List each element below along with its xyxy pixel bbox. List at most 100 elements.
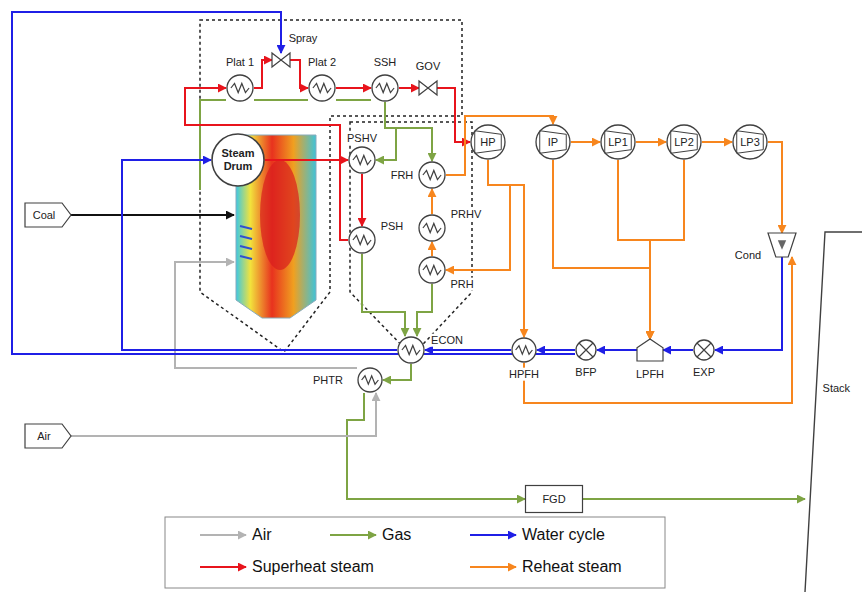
flow-line xyxy=(583,498,805,500)
flow-line xyxy=(446,160,510,270)
heat-exchanger: PSH xyxy=(348,226,376,254)
governor-valve: GOV xyxy=(419,81,437,95)
component-name: Air xyxy=(37,430,50,443)
flow-line xyxy=(347,393,525,499)
spray-valve: Spray xyxy=(272,53,290,67)
flow-line xyxy=(650,160,684,339)
flow-line xyxy=(425,349,511,351)
pump: BFP xyxy=(575,339,597,361)
component-name: HP xyxy=(480,136,495,149)
component-label: PSH xyxy=(380,220,405,233)
flow-line xyxy=(768,142,782,233)
legend-sample xyxy=(330,534,376,536)
flow-line xyxy=(122,160,397,350)
legend-sample xyxy=(470,566,516,568)
stack: Stack xyxy=(805,232,862,592)
flow-line xyxy=(571,141,600,143)
fgd-unit: FGD xyxy=(525,485,583,513)
flow-line xyxy=(715,257,782,350)
component-label: GOV xyxy=(415,60,441,73)
component-label: PRHV xyxy=(450,208,483,221)
component-label: Plat 2 xyxy=(307,56,337,69)
flow-line xyxy=(636,141,666,143)
heat-exchanger-symbol xyxy=(418,214,446,242)
air-preheater-symbol xyxy=(357,367,383,393)
legend-label: Air xyxy=(252,526,272,544)
flow-line xyxy=(290,60,308,88)
component-label: PSHV xyxy=(346,132,378,145)
feedwater-heater-symbol xyxy=(637,339,663,361)
condenser-symbol xyxy=(768,233,796,257)
flow-line xyxy=(597,349,637,351)
feedwater-heater: HPFH xyxy=(511,337,537,363)
flow-line xyxy=(399,87,419,89)
steam-drum: Steam Drum xyxy=(211,133,265,187)
flow-line xyxy=(376,102,396,160)
flow-line xyxy=(488,160,524,337)
flow-line xyxy=(336,87,371,89)
turbine: HP xyxy=(470,124,506,160)
component-label: EXP xyxy=(692,366,716,379)
pump-symbol xyxy=(575,339,597,361)
flow-line xyxy=(618,160,650,339)
heat-exchanger-symbol xyxy=(348,146,376,174)
component-name: IP xyxy=(548,136,558,149)
feedwater-heater-symbol xyxy=(511,337,537,363)
component-name: LP1 xyxy=(608,136,628,149)
legend-label: Reheat steam xyxy=(522,558,622,576)
flow-line xyxy=(702,141,732,143)
flow-line xyxy=(361,174,363,226)
component-label: Plat 1 xyxy=(225,56,255,69)
turbine: IP xyxy=(535,124,571,160)
governor-valve-symbol xyxy=(419,81,437,95)
heat-exchanger: SSH xyxy=(371,74,399,102)
legend-sample xyxy=(200,566,246,568)
flow-line xyxy=(254,60,272,88)
component-name: Coal xyxy=(33,209,56,222)
flow-line xyxy=(431,189,433,214)
flame-core xyxy=(260,160,300,270)
feedwater-heater: LPFH xyxy=(637,339,663,361)
component-name: LP3 xyxy=(740,136,760,149)
flow-line xyxy=(524,257,792,403)
flow-line xyxy=(537,349,575,351)
component-name: FGD xyxy=(542,493,565,506)
flow-line xyxy=(71,393,376,436)
heat-exchanger: Plat 2 xyxy=(308,74,336,102)
flow-line xyxy=(553,160,650,339)
flow-line xyxy=(265,159,348,161)
flow-line xyxy=(417,284,432,336)
flow-line xyxy=(431,242,433,256)
air-preheater: PHTR xyxy=(357,367,383,393)
pump: EXP xyxy=(693,339,715,361)
heat-exchanger-symbol xyxy=(418,256,446,284)
component-label: LPFH xyxy=(635,368,665,381)
component-label: PRH xyxy=(449,278,474,291)
heat-exchanger-symbol xyxy=(308,74,336,102)
component-label: Cond xyxy=(734,249,762,262)
heat-exchanger: Plat 1 xyxy=(226,74,254,102)
input-tag: Coal xyxy=(25,203,71,227)
flow-line xyxy=(12,12,575,354)
legend-label: Gas xyxy=(382,526,411,544)
boiler-enclosure xyxy=(200,20,462,352)
pump-symbol xyxy=(693,339,715,361)
component-name: LP2 xyxy=(674,136,694,149)
input-tag: Air xyxy=(25,424,71,448)
component-label: Spray xyxy=(288,32,319,45)
spray-valve-symbol xyxy=(272,53,290,67)
burners xyxy=(240,226,252,259)
turbine: LP2 xyxy=(666,124,702,160)
combustion-air-line xyxy=(175,262,357,368)
heat-exchanger-symbol xyxy=(226,74,254,102)
heat-exchanger-symbol xyxy=(371,74,399,102)
flow-line xyxy=(185,88,348,240)
turbine: LP3 xyxy=(732,124,768,160)
flow-line xyxy=(362,254,405,336)
heat-exchanger: PSHV xyxy=(348,146,376,174)
heat-exchanger-symbol xyxy=(418,161,446,189)
component-label: BFP xyxy=(574,366,597,379)
